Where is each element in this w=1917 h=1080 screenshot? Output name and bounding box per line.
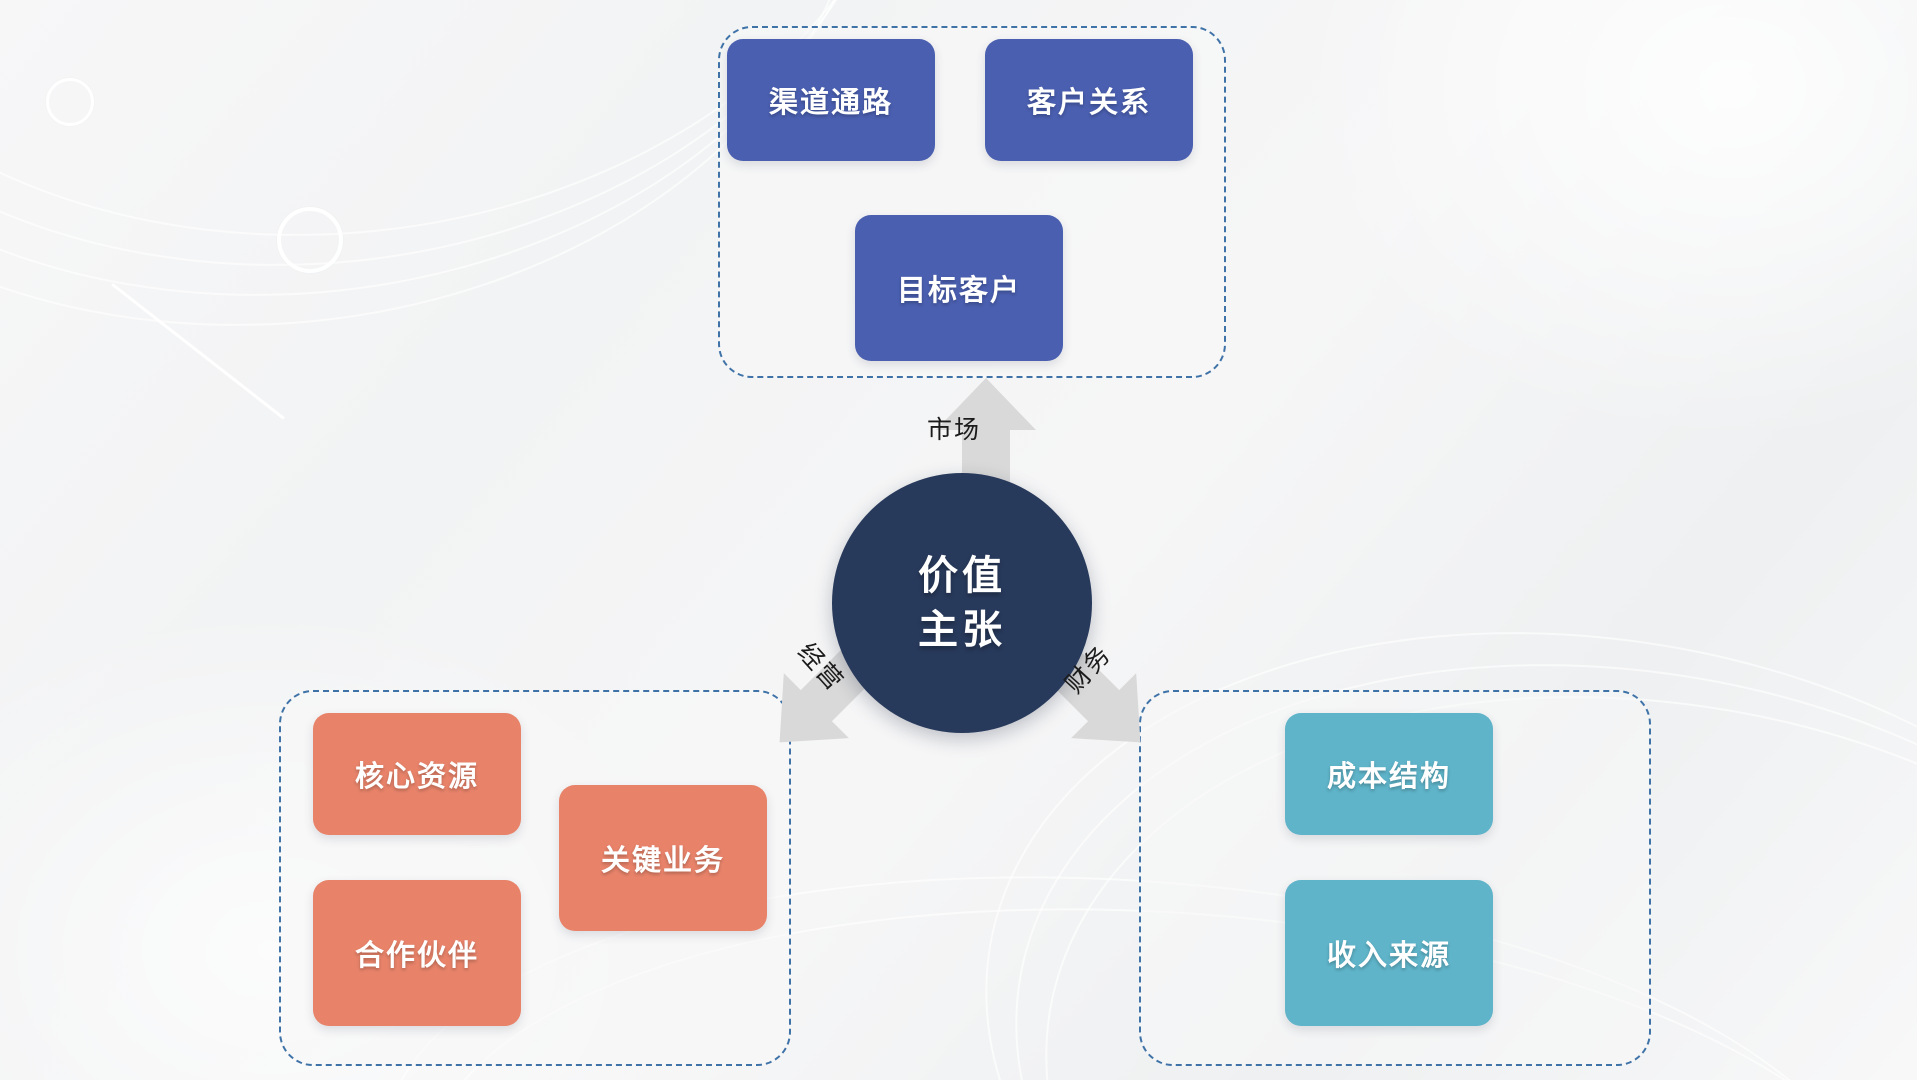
card-target-customer[interactable]: 目标客户 [855, 215, 1063, 361]
card-revenue-streams[interactable]: 收入来源 [1285, 880, 1493, 1026]
center-line-2: 主张 [918, 608, 1006, 652]
card-channel[interactable]: 渠道通路 [727, 39, 935, 161]
arrow-market-icon [932, 378, 1040, 488]
card-core-resources[interactable]: 核心资源 [313, 713, 521, 835]
card-cost-structure[interactable]: 成本结构 [1285, 713, 1493, 835]
center-value-proposition[interactable]: 价值 主张 [832, 473, 1092, 733]
background-haze-top-right [1277, 0, 1917, 460]
arrow-label-market: 市场 [927, 416, 982, 444]
card-partners[interactable]: 合作伙伴 [313, 880, 521, 1026]
background-circle-icon [46, 78, 94, 126]
center-line-1: 价值 [918, 554, 1006, 598]
card-customer-relationship[interactable]: 客户关系 [985, 39, 1193, 161]
card-key-activities[interactable]: 关键业务 [559, 785, 767, 931]
background-circle-icon [277, 207, 343, 273]
background-diagonal-line [111, 283, 285, 420]
